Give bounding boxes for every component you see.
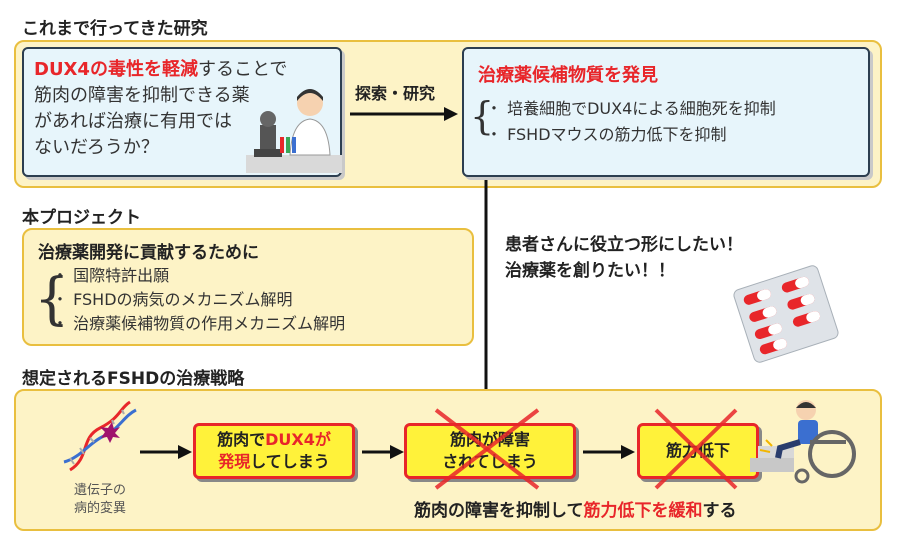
conclusion-highlight: 筋力低下を緩和 [583, 501, 703, 521]
step1-text-d: してしまう [250, 452, 330, 471]
hypothesis-line4: ないだろうか？ [34, 137, 159, 158]
step-muscle-weakness: 筋力低下 [637, 423, 759, 479]
strategy-heading: 想定されるFSHDの治療戦略 [22, 369, 245, 389]
dna-label: 遺伝子の 病的変異 [60, 482, 140, 518]
conclusion-text-c: する [702, 501, 737, 521]
strategy-arrow-3 [583, 445, 635, 459]
patients-line-1: 患者さんに役立つ形にしたい！ [505, 235, 743, 255]
discovery-item-2: ・ FSHDマウスの筋力低下を抑制 [486, 125, 727, 144]
vertical-connector [478, 180, 494, 408]
patients-message: 患者さんに役立つ形にしたい！ 治療薬を創りたい！！ [505, 232, 743, 284]
discovery-item-1: ・ 培養細胞でDUX4による細胞死を抑制 [486, 99, 776, 118]
step-dux4-expression: 筋肉でDUX4が 発現してしまう [193, 423, 355, 479]
project-heading: 本プロジェクト [22, 208, 141, 228]
conclusion-text-a: 筋肉の障害を抑制して [414, 501, 584, 521]
project-item-1: ・ 国際特許出願 [52, 266, 170, 285]
wheelchair-icon [750, 400, 856, 484]
project-panel: 治療薬開発に貢献するために { ・ 国際特許出願 ・ FSHDの病気のメカニズム… [22, 228, 474, 346]
research-arrow [350, 107, 458, 121]
step1-text-a: 筋肉で [217, 430, 266, 449]
hypothesis-line3: があれば治療に有用では [34, 111, 232, 132]
scientist-illustration [246, 89, 342, 173]
dna-mutation-icon [63, 400, 137, 472]
research-heading: これまで行ってきた研究 [22, 19, 208, 39]
hypothesis-text: することで [197, 59, 288, 80]
strategy-arrow-1 [140, 445, 192, 459]
project-item-2: ・ FSHDの病気のメカニズム解明 [52, 290, 293, 309]
step1-text-c: 発現 [218, 452, 251, 471]
hypothesis-card: DUX4の毒性を軽減することで 筋肉の障害を抑制できる薬 があれば治療に有用では… [22, 47, 342, 177]
arrow-label: 探索・研究 [355, 84, 436, 103]
step1-text-b: DUX4が [265, 430, 331, 449]
discovery-card: 治療薬候補物質を発見 { ・ 培養細胞でDUX4による細胞死を抑制 ・ FSHD… [462, 47, 870, 177]
discovery-brace: { [470, 94, 495, 138]
pill-pack-icon [733, 265, 839, 363]
patients-line-2: 治療薬を創りたい！！ [505, 261, 675, 281]
strategy-arrow-2 [362, 445, 404, 459]
hypothesis-highlight: DUX4の毒性を軽減 [34, 59, 198, 80]
dna-label-line-2: 病的変異 [73, 501, 126, 516]
step2-cross-icon [434, 408, 540, 490]
discovery-title: 治療薬候補物質を発見 [478, 65, 658, 86]
project-brace: { [34, 267, 70, 332]
strategy-conclusion: 筋肉の障害を抑制して筋力低下を緩和する [414, 496, 737, 521]
project-item-3: ・ 治療薬候補物質の作用メカニズム解明 [52, 314, 346, 333]
step3-cross-icon [654, 408, 738, 490]
project-title: 治療薬開発に貢献するために [38, 243, 259, 263]
dna-label-line-1: 遺伝子の [73, 483, 126, 498]
hypothesis-line2: 筋肉の障害を抑制できる薬 [34, 85, 250, 106]
